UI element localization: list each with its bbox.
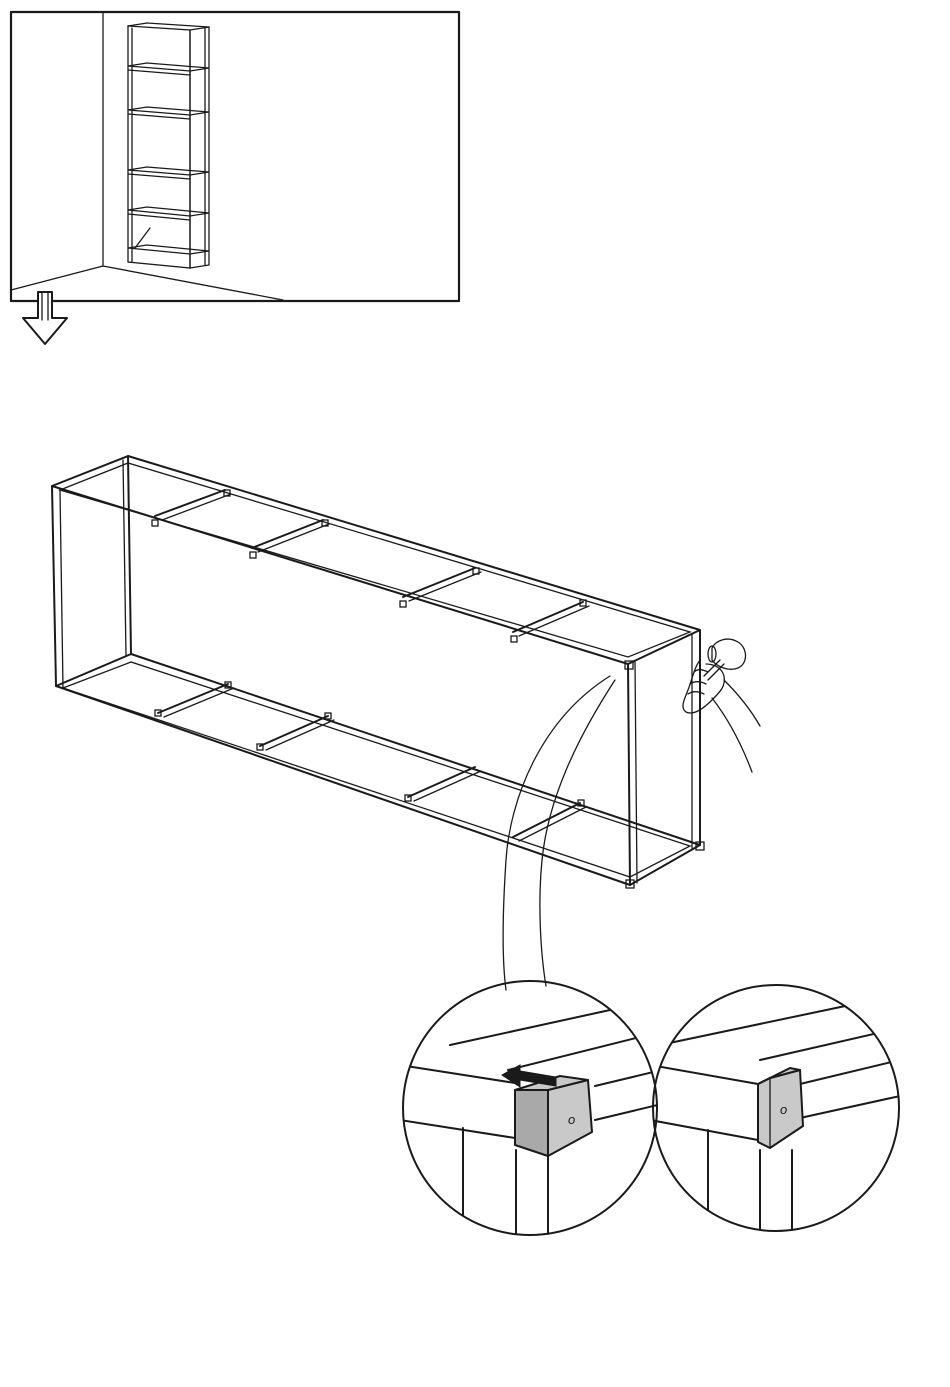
rubber-mallet-icon bbox=[683, 639, 760, 772]
inset-upright-shelf bbox=[11, 12, 459, 301]
inset-border bbox=[11, 12, 459, 301]
frame-top-face bbox=[52, 456, 700, 664]
callout-line-right bbox=[540, 680, 615, 986]
double-down-arrow-icon bbox=[23, 292, 67, 344]
push-arrow-icon bbox=[502, 1065, 556, 1087]
frame-on-side-with-mallet bbox=[52, 456, 760, 990]
end-cap-icon-insert bbox=[515, 1090, 548, 1156]
floor-left-line bbox=[11, 266, 103, 290]
detail-cap-fitted: o bbox=[650, 985, 900, 1240]
floor-right-line bbox=[103, 266, 283, 300]
cap-mark-insert: o bbox=[568, 1112, 575, 1127]
frame-bottom-face bbox=[56, 654, 700, 885]
cap-mark-fitted: o bbox=[780, 1102, 787, 1117]
detail-cap-insert: o bbox=[400, 981, 670, 1240]
upright-bookshelf-icon bbox=[128, 23, 209, 268]
